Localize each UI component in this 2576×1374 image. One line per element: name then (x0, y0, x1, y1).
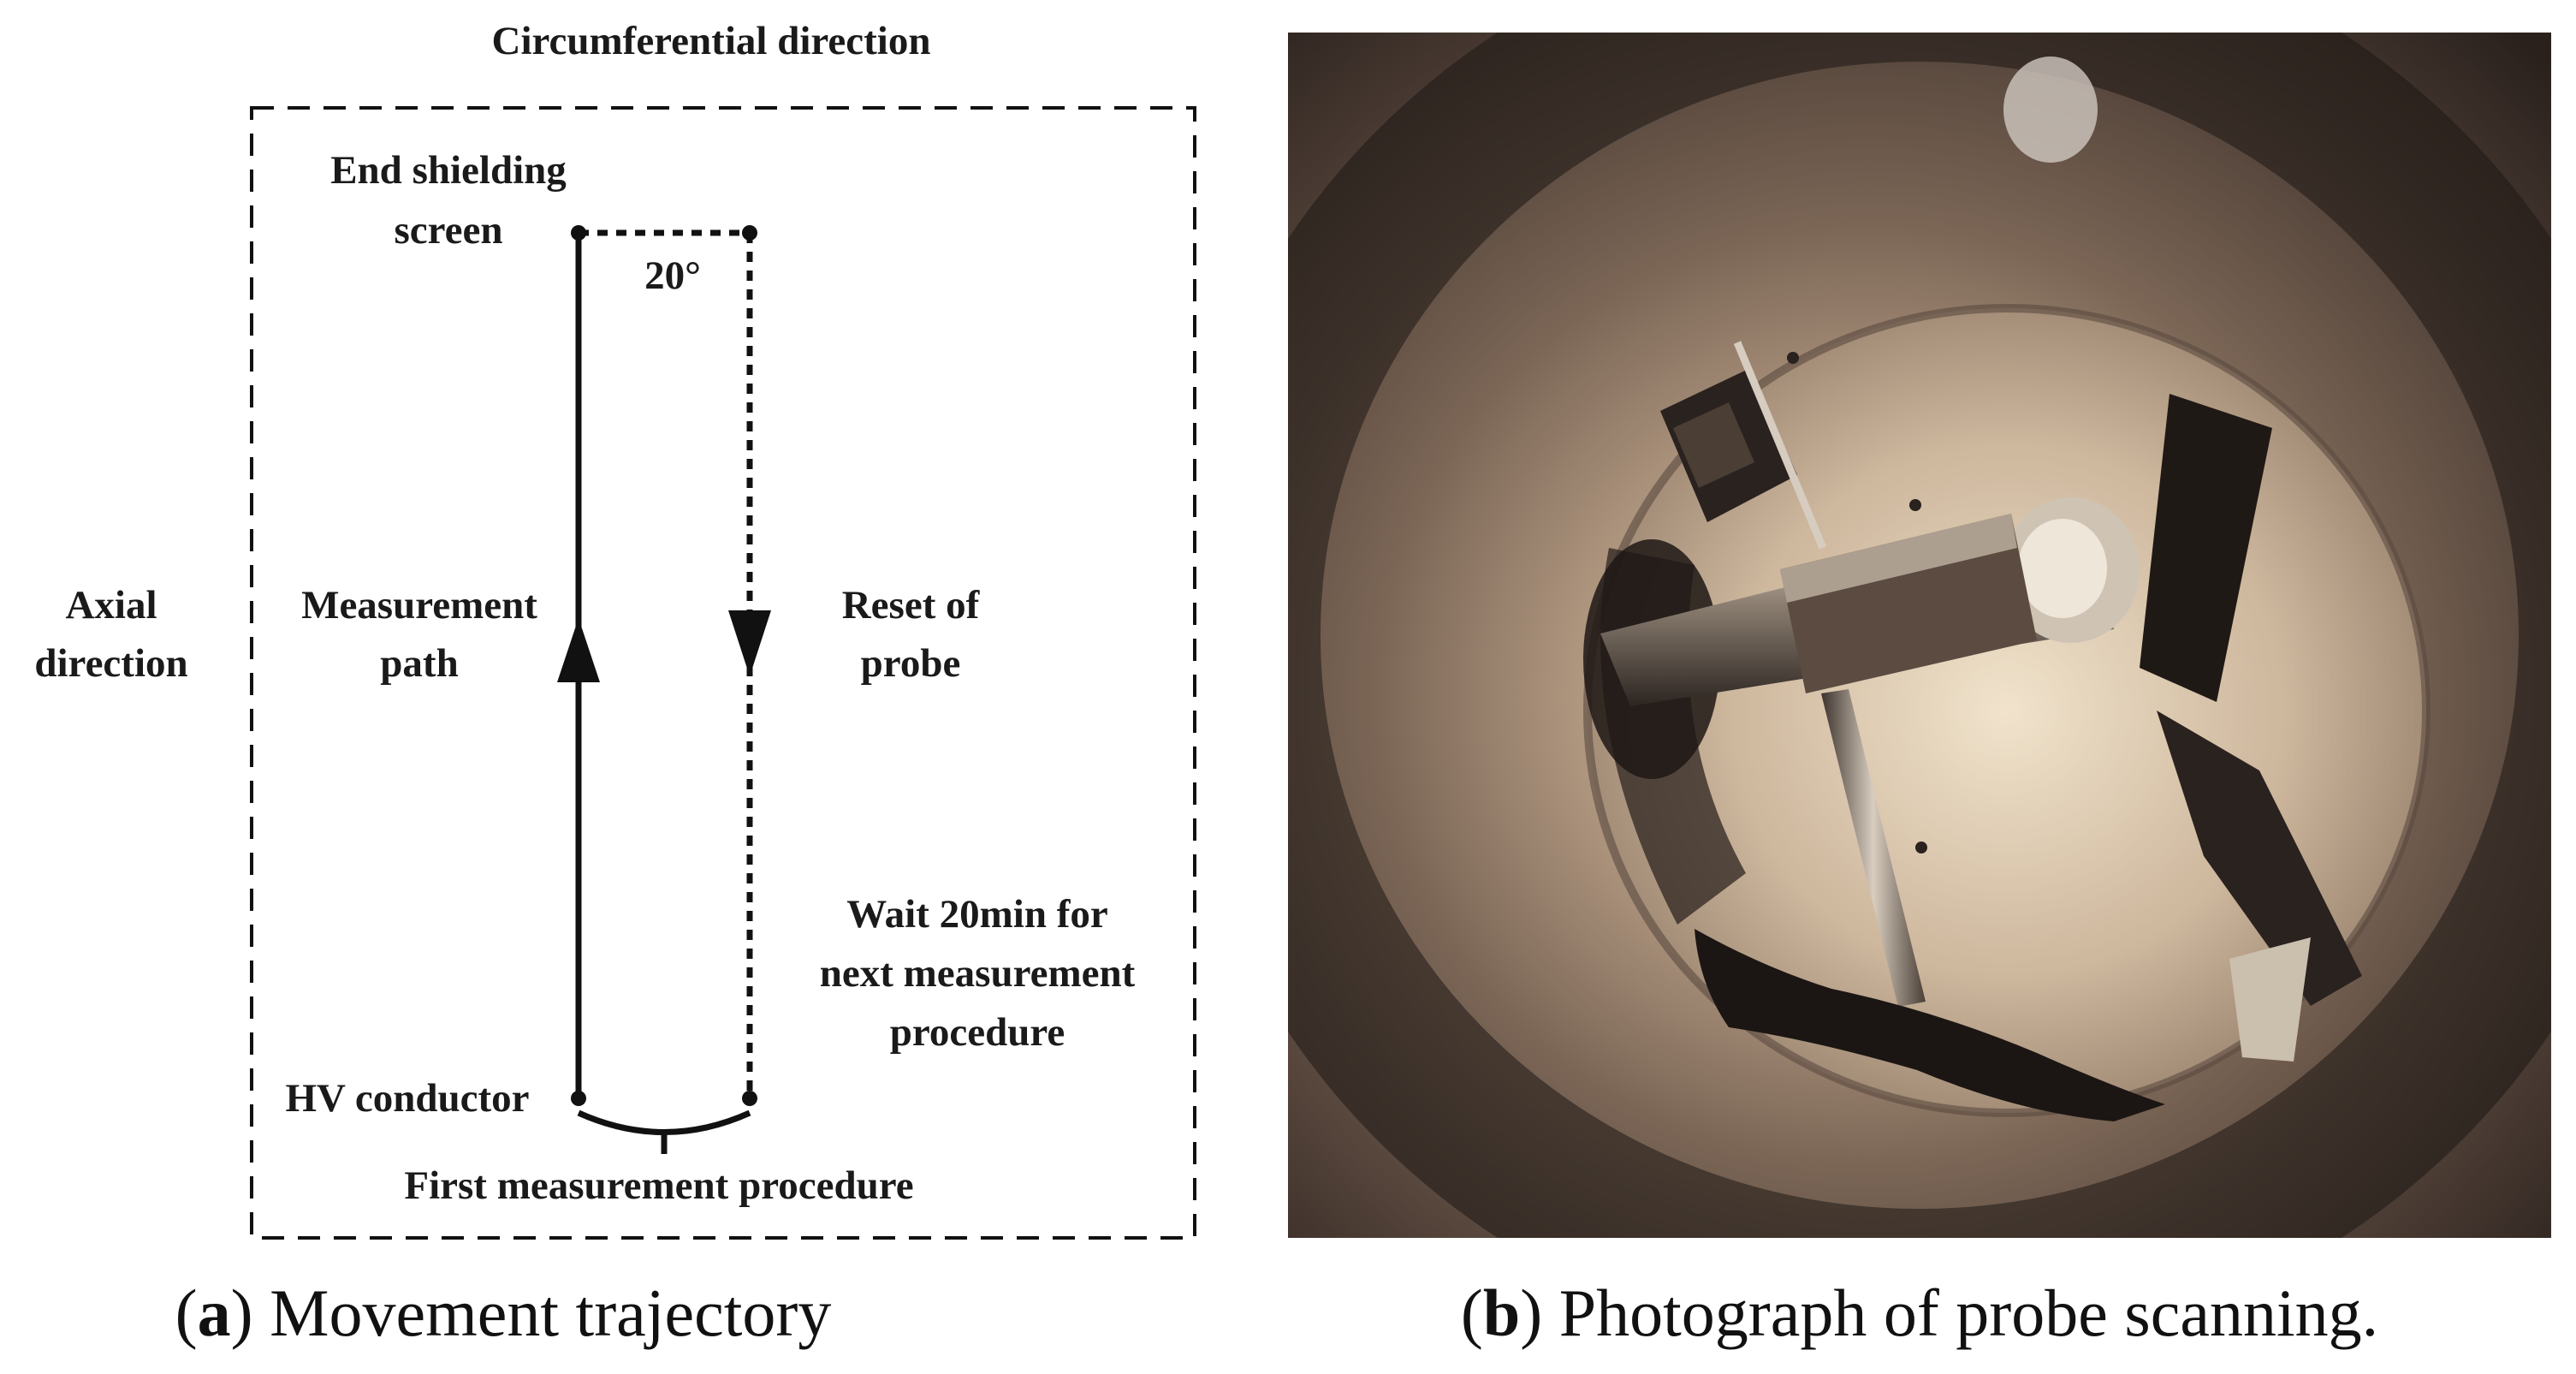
reset-of-probe-label-line1: Reset of (842, 583, 981, 628)
endpoint-bottom-right (742, 1091, 757, 1106)
endpoint-top-left (571, 225, 586, 241)
panel-a-diagram: Circumferential direction Axial directio… (34, 19, 1196, 1240)
circumferential-direction-label: Circumferential direction (492, 19, 931, 63)
measurement-path-label-line2: path (380, 641, 458, 686)
measurement-path-label-line1: Measurement (301, 583, 537, 628)
end-shielding-screen-label-line1: End shielding (330, 148, 567, 193)
wait-label-line1: Wait 20min for (846, 892, 1107, 937)
boundary-frame (250, 106, 1196, 1240)
end-shielding-screen-label-line2: screen (394, 208, 502, 253)
endpoint-bottom-left (571, 1091, 586, 1106)
up-arrow-icon (557, 618, 600, 682)
caption-a-text: Movement trajectory (270, 1276, 831, 1350)
hv-conductor-label: HV conductor (285, 1076, 529, 1121)
reset-of-probe-label-line2: probe (861, 641, 961, 686)
first-measurement-label: First measurement procedure (404, 1163, 913, 1208)
axial-direction-label-line2: direction (34, 641, 187, 686)
wait-label-line3: procedure (890, 1010, 1065, 1055)
caption-a-letter: a (198, 1276, 231, 1350)
down-arrow-icon (728, 610, 771, 676)
axial-direction-label-line1: Axial (65, 583, 157, 628)
caption-b: (b) Photograph of probe scanning. (1461, 1276, 2378, 1350)
endpoint-top-right (742, 225, 757, 241)
wait-label-line2: next measurement (820, 951, 1136, 996)
caption-b-letter: b (1483, 1276, 1520, 1350)
caption-b-text: Photograph of probe scanning. (1559, 1276, 2378, 1350)
caption-a: (a) Movement trajectory (175, 1276, 832, 1350)
angle-label: 20° (644, 253, 701, 298)
probe-photograph (1288, 33, 2551, 1238)
first-measurement-bracket (577, 1109, 751, 1135)
